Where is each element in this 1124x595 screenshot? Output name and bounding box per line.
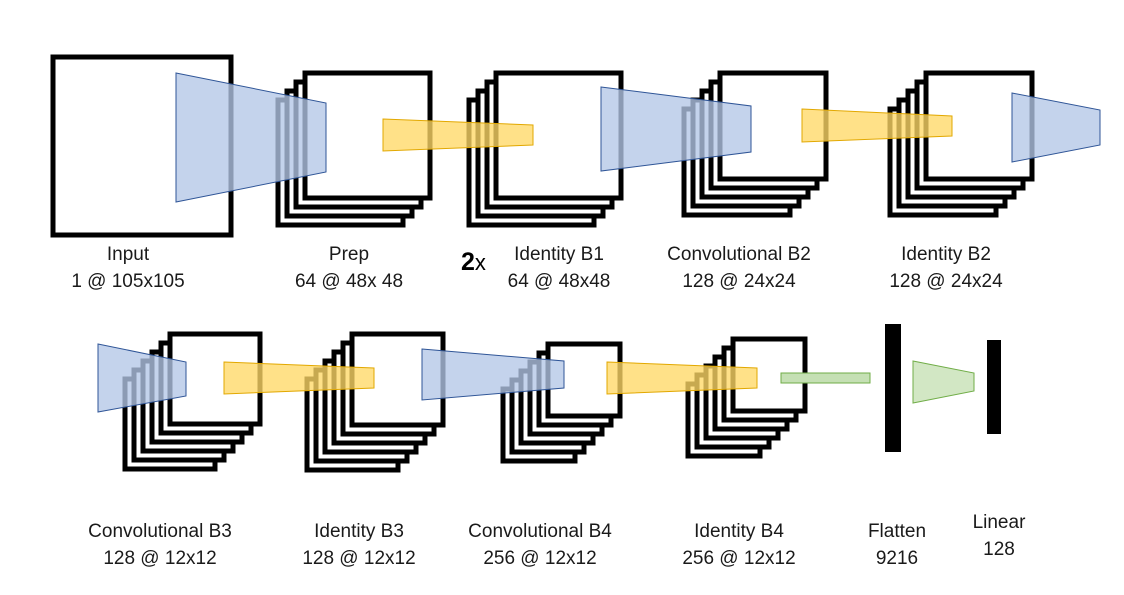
projection-flatten-to-linear [912, 360, 975, 404]
layer-dims: 9216 [875, 548, 919, 569]
layer-label-convolutional-b2: Convolutional B2 128 @ 24x24 [649, 241, 829, 295]
layer-label-convolutional-b4: Convolutional B4 256 @ 12x12 [450, 518, 630, 572]
layer-name: Input [106, 244, 150, 265]
layer-label-identity-b4: Identity B4 256 @ 12x12 [664, 518, 814, 572]
layer-dims: 128 @ 12x12 [302, 548, 416, 569]
layer-label-flatten: Flatten 9216 [847, 518, 947, 572]
projection-convolutional-b2-to-identity-b2 [801, 108, 953, 143]
layer-dims: 128 @ 24x24 [889, 271, 1003, 292]
layer-dims: 256 @ 12x12 [483, 548, 597, 569]
projection-identity-b4-to-flatten [780, 372, 871, 384]
layer-dims: 128 [983, 539, 1015, 560]
layer-name: Convolutional B2 [667, 244, 811, 265]
layer-label-identity-b1: Identity B1 64 @ 48x48 [489, 241, 629, 295]
projection-convolutional-b4-to-identity-b4 [606, 361, 758, 395]
layer-dims: 128 @ 24x24 [682, 271, 796, 292]
projection-prep-to-identity-b1 [382, 118, 534, 152]
layer-dims: 256 @ 12x12 [682, 548, 796, 569]
diagram-shapes [50, 54, 1101, 473]
layer-label-input: Input 1 @ 105x105 [58, 241, 198, 295]
layer-name: Identity B1 [514, 244, 604, 265]
layer-dims: 64 @ 48x 48 [294, 271, 404, 292]
layer-dims: 1 @ 105x105 [71, 271, 185, 292]
layer-name: Identity B4 [694, 521, 784, 542]
projection-identity-b3-to-convolutional-b4 [421, 348, 565, 401]
projection-into-convolutional-b3 [97, 343, 187, 413]
layer-label-identity-b2: Identity B2 128 @ 24x24 [871, 241, 1021, 295]
projection-identity-b2-out [1011, 92, 1101, 163]
layer-label-prep: Prep 64 @ 48x 48 [279, 241, 419, 295]
repeat-marker: 2x [461, 248, 486, 277]
layer-label-convolutional-b3: Convolutional B3 128 @ 12x12 [70, 518, 250, 572]
linear-bar [987, 340, 1001, 434]
layer-name: Linear [972, 512, 1026, 533]
layer-name: Convolutional B3 [88, 521, 232, 542]
layer-dims: 128 @ 12x12 [103, 548, 217, 569]
flatten-bar [885, 324, 901, 452]
projection-identity-b1-to-convolutional-b2 [600, 86, 752, 172]
layer-name: Prep [328, 244, 370, 265]
layer-dims: 64 @ 48x48 [507, 271, 611, 292]
layer-name: Identity B3 [314, 521, 404, 542]
layer-name: Identity B2 [901, 244, 991, 265]
repeat-count: 2 [461, 248, 475, 276]
layer-label-linear: Linear 128 [949, 509, 1049, 563]
layer-name: Flatten [867, 521, 927, 542]
projection-input-to-prep [175, 72, 327, 203]
layer-label-identity-b3: Identity B3 128 @ 12x12 [284, 518, 434, 572]
projection-convolutional-b3-to-identity-b3 [223, 361, 375, 395]
repeat-suffix: x [474, 250, 486, 275]
layer-name: Convolutional B4 [468, 521, 612, 542]
